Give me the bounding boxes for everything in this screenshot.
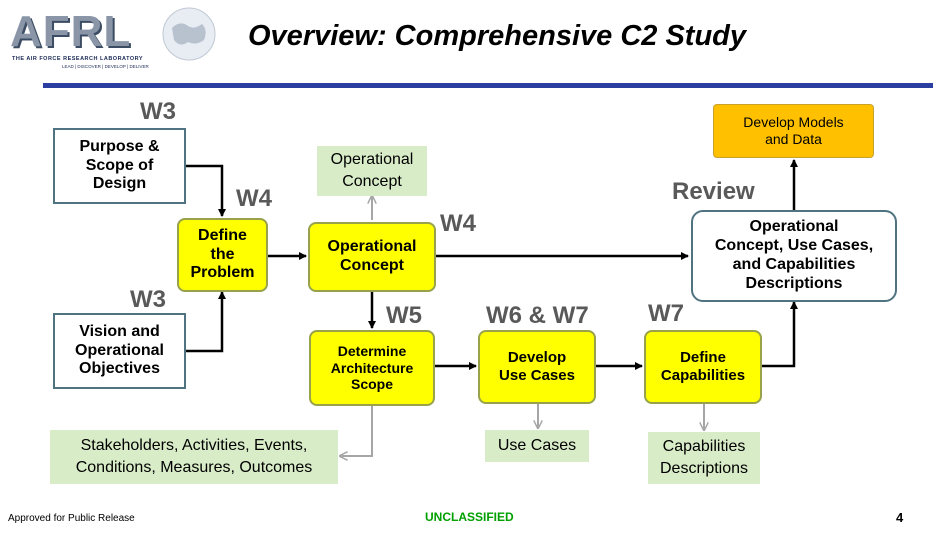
- logo-tagline: LEAD | DISCOVER | DEVELOP | DELIVER: [62, 64, 149, 69]
- node-define-capabilities: Define Capabilities: [644, 330, 762, 404]
- output-operational-concept: Operational Concept: [317, 146, 427, 196]
- logo-subtitle: THE AIR FORCE RESEARCH LABORATORY: [12, 56, 144, 62]
- node-develop-use-cases: Develop Use Cases: [478, 330, 596, 404]
- label-w3-top: W3: [140, 98, 176, 125]
- header-divider: [43, 83, 933, 88]
- page-title: Overview: Comprehensive C2 Study: [248, 20, 746, 52]
- label-w4-opconcept: W4: [440, 210, 476, 237]
- output-stakeholders: Stakeholders, Activities, Events, Condit…: [50, 430, 338, 484]
- globe-icon: [162, 7, 216, 61]
- output-capabilities: Capabilities Descriptions: [648, 432, 760, 484]
- node-purpose-scope: Purpose & Scope of Design: [53, 128, 186, 204]
- node-operational-concept: Operational Concept: [308, 222, 436, 292]
- classification-label: UNCLASSIFIED: [425, 510, 514, 524]
- output-arrow-scope: [340, 404, 373, 456]
- release-statement: Approved for Public Release: [8, 513, 135, 524]
- label-w6-w7: W6 & W7: [486, 302, 589, 329]
- label-w5: W5: [386, 302, 422, 329]
- label-w7: W7: [648, 300, 684, 327]
- logo-wordmark: AFRL: [10, 7, 132, 56]
- label-review: Review: [672, 178, 755, 205]
- label-w4-define: W4: [236, 185, 272, 212]
- arrow-vision-to-define: [186, 291, 226, 353]
- arrow-capabilities-to-review: [762, 301, 798, 368]
- label-w3-bottom: W3: [130, 286, 166, 313]
- node-define-problem: Define the Problem: [177, 218, 268, 292]
- node-vision-objectives: Vision and Operational Objectives: [53, 313, 186, 389]
- page-number: 4: [896, 510, 904, 525]
- afrl-logo: AFRL THE AIR FORCE RESEARCH LABORATORY L…: [10, 6, 220, 72]
- node-determine-scope: Determine Architecture Scope: [309, 330, 435, 406]
- node-review-descriptions: Operational Concept, Use Cases, and Capa…: [691, 210, 897, 302]
- output-use-cases: Use Cases: [485, 430, 589, 462]
- node-develop-models: Develop Models and Data: [713, 104, 874, 158]
- arrow-purpose-to-define: [186, 164, 226, 217]
